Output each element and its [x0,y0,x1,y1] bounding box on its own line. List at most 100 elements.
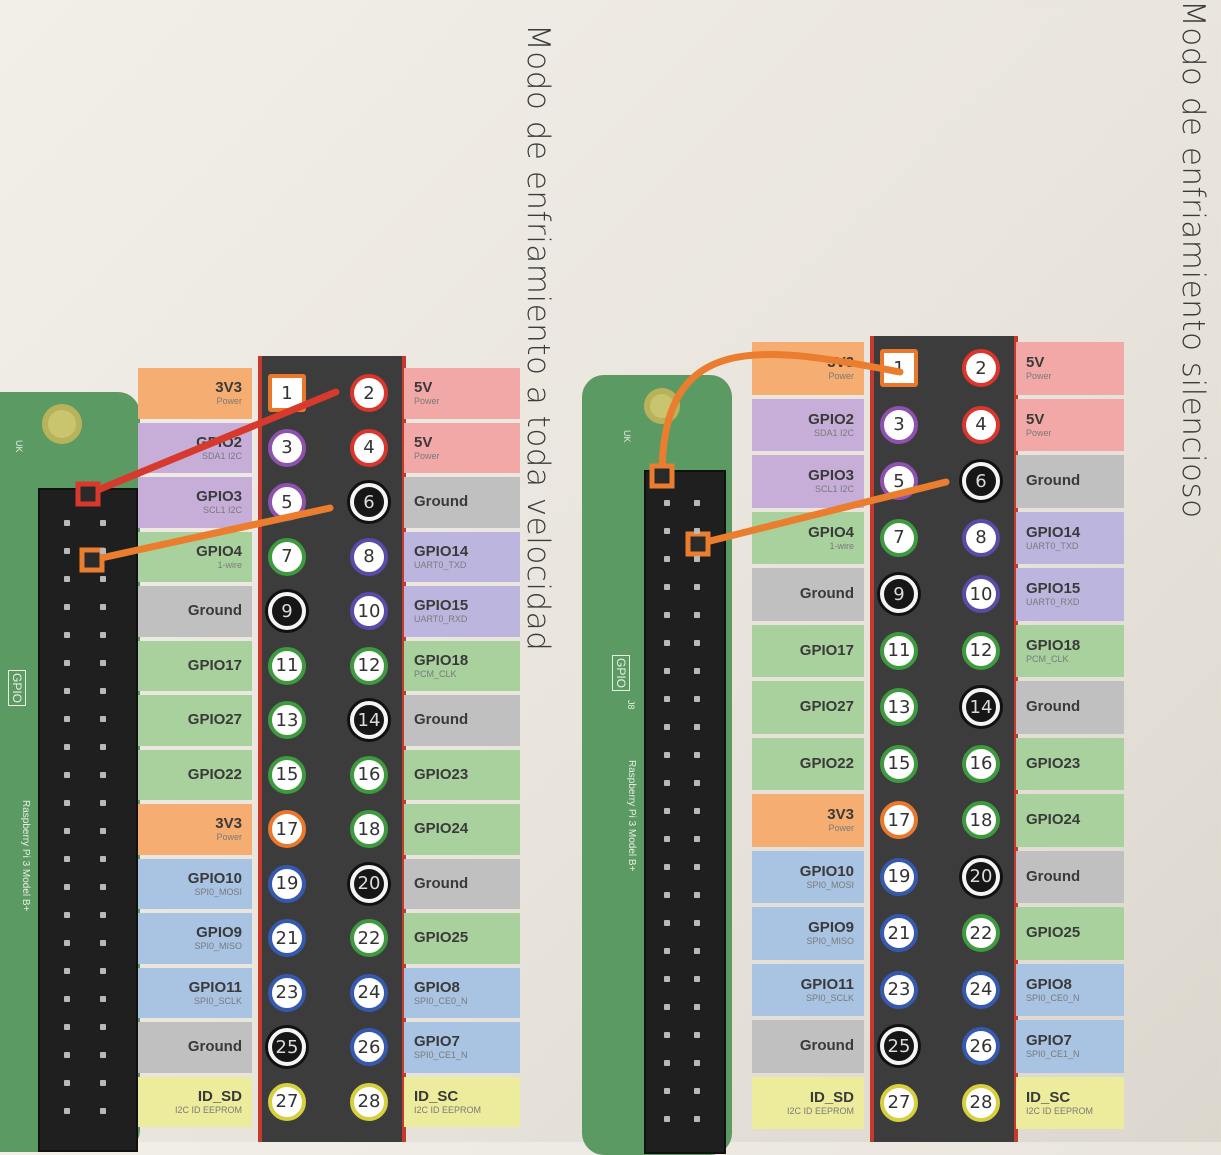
pin-24: 24 [350,973,388,1012]
pin-11: 11 [880,631,918,670]
header-pin-dot [64,940,70,946]
pin-13: 13 [268,701,306,740]
pin-name: GPIO17 [799,641,854,659]
pin-label-left: Ground [752,568,864,621]
header-pin-dot [694,696,700,702]
header-pin-dot [64,1080,70,1086]
pin-function: I2C ID EEPROM [174,1104,242,1115]
header-pin-dot [64,604,70,610]
pin-4: 4 [962,405,1000,444]
header-pin-dot [100,968,106,974]
header-pin-dot [100,912,106,918]
pin-26: 26 [962,1027,1000,1066]
header-pin-dot [100,884,106,890]
header-pin-dot [664,1088,670,1094]
header-pin-dot [694,1116,700,1122]
header-pin-dot [100,604,106,610]
pin-function: SPI0_SCLK [805,992,854,1003]
header-pin-dot [664,1032,670,1038]
header-pin-dot [664,668,670,674]
header-pin-dot [664,556,670,562]
pin-name: GPIO27 [187,711,242,729]
pin-function: PCM_CLK [414,668,457,679]
pin-name: GPIO4 [808,523,854,541]
pin-7: 7 [880,518,918,557]
header-pin-dot [694,836,700,842]
pin-header-strip [870,336,1018,1142]
pin-19: 19 [880,857,918,896]
header-pin-dot [100,828,106,834]
pin-25: 25 [880,1027,918,1066]
header-pin-dot [100,688,106,694]
pin-19: 19 [268,864,306,903]
pin-21: 21 [880,914,918,953]
pin-name: GPIO10 [187,869,242,887]
header-pin-dot [694,556,700,562]
pin-name: 3V3 [215,815,242,833]
pin-name: GPIO22 [187,765,242,783]
pin-label-left: Ground [752,1020,864,1073]
header-pin-dot [100,744,106,750]
pin-4: 4 [350,428,388,467]
pin-function: SPI0_CE1_N [414,1050,468,1061]
header-pin-dot [664,892,670,898]
pin-function: Power [1026,427,1052,438]
pin-name: Ground [1026,472,1081,490]
pin-25: 25 [268,1028,306,1067]
header-pin-dot [100,660,106,666]
pin-name: Ground [187,602,242,620]
pin-20: 20 [350,864,388,903]
pin-function: SCL1 I2C [814,484,854,495]
pin-name: GPIO25 [1026,924,1081,942]
gpio-tag-right: GPIO [612,655,630,692]
pin-8: 8 [962,518,1000,557]
header-pin-dot [664,836,670,842]
pin-function: UART0_TXD [414,559,467,570]
header-pin-dot [64,520,70,526]
pin-function: Power [216,396,242,407]
header-pin-dot [64,576,70,582]
pin-label-left: GPIO17 [138,640,252,691]
pin-27: 27 [880,1083,918,1122]
pin-18: 18 [962,801,1000,840]
pin-13: 13 [880,688,918,727]
pin-function: Power [414,396,440,407]
pin-1: 1 [268,374,306,413]
board-model-text-left: Raspberry Pi 3 Model B+ [20,800,31,912]
header-pin-dot [694,1060,700,1066]
pin-name: GPIO27 [799,698,854,716]
header-pin-dot [694,1004,700,1010]
pin-24: 24 [962,970,1000,1009]
pin-function: Power [1026,371,1052,382]
pin-name: Ground [414,493,469,511]
pin-26: 26 [350,1028,388,1067]
pin-20: 20 [962,857,1000,896]
pin-name: GPIO24 [414,820,469,838]
header-pin-dot [694,500,700,506]
pin-1: 1 [880,349,918,388]
header-pin-dot [100,632,106,638]
header-pin-dot [664,612,670,618]
pin-name: GPIO25 [414,929,469,947]
header-pin-dot [694,864,700,870]
header-pin-dot [64,800,70,806]
pin-function: 1-wire [217,559,242,570]
header-pin-dot [664,528,670,534]
pin-function: 1-wire [829,540,854,551]
pin-12: 12 [350,646,388,685]
pin-label-right: Ground [1016,681,1124,734]
pin-label-right: GPIO25 [1016,907,1124,960]
header-pin-dot [100,1024,106,1030]
pin-label-left: GPIO27 [752,681,864,734]
